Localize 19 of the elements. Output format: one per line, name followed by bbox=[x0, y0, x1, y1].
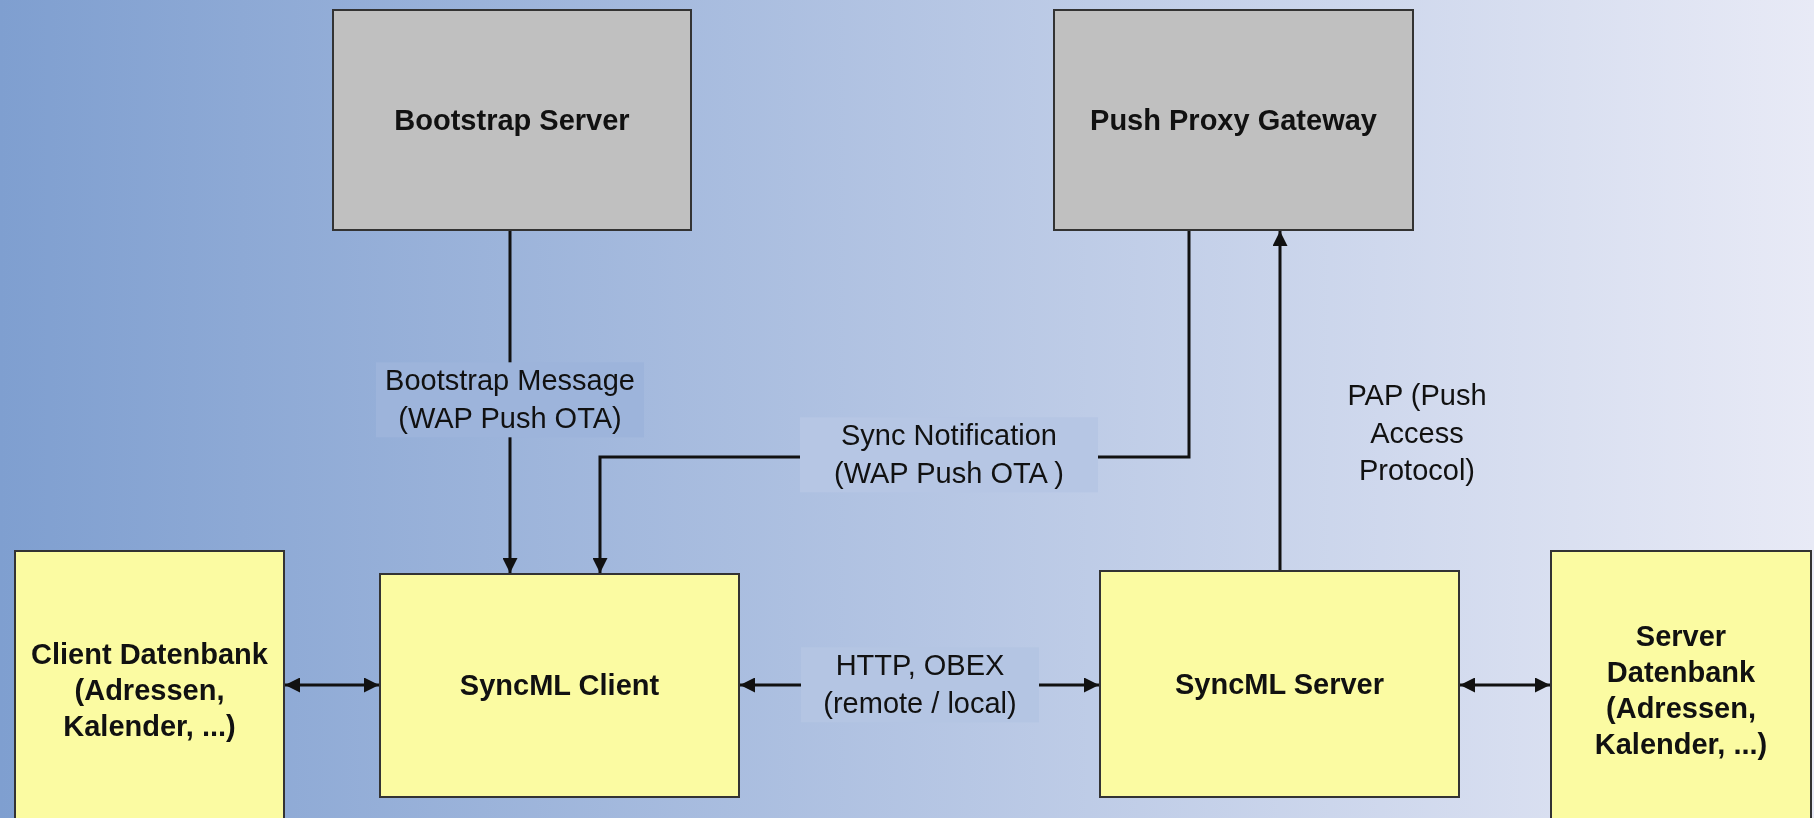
arrow bbox=[285, 677, 379, 693]
server-box bbox=[332, 9, 692, 231]
arrow bbox=[1272, 231, 1288, 570]
database-box bbox=[14, 550, 285, 818]
node-label: Client Datenbank (Adressen, Kalender, ...) bbox=[30, 636, 269, 745]
node-label: Server Datenbank (Adressen, Kalender, ...) bbox=[1593, 618, 1769, 763]
node-label: Push Proxy Gateway bbox=[1089, 102, 1378, 138]
edge-label: Bootstrap Message (WAP Push OTA) bbox=[376, 362, 644, 438]
node-label: SyncML Server bbox=[1174, 666, 1385, 702]
node-label: SyncML Client bbox=[458, 668, 661, 704]
database-box bbox=[1550, 550, 1812, 818]
node-label: Bootstrap Server bbox=[393, 102, 631, 138]
server-box bbox=[1053, 9, 1414, 231]
edge-label: PAP (Push Access Protocol) bbox=[1346, 378, 1488, 489]
process-box bbox=[1099, 570, 1460, 798]
process-box bbox=[379, 573, 740, 798]
arrow bbox=[1460, 677, 1550, 693]
edge-label: Sync Notification (WAP Push OTA ) bbox=[800, 417, 1098, 493]
edge-label: HTTP, OBEX (remote / local) bbox=[801, 647, 1039, 723]
